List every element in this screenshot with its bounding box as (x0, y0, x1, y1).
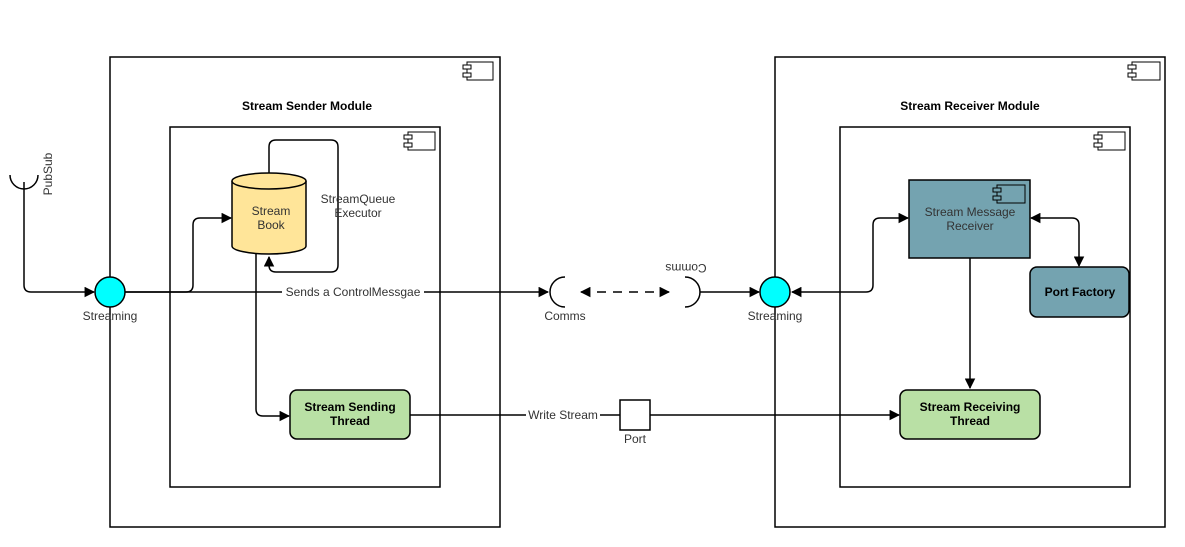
streaming-to-message-receiver-edge (790, 212, 910, 298)
component-icon (1093, 131, 1126, 151)
component-icon (403, 131, 436, 151)
stream-queue-executor-loop (263, 139, 339, 273)
receiving-thread-line1: Stream Receiving (920, 400, 1021, 414)
sender-module-title: Stream Sender Module (242, 99, 372, 113)
stream-book-node: Stream Book (231, 172, 307, 255)
pubsub-label: PubSub (41, 152, 55, 195)
receiver-to-port-factory-edge (1029, 212, 1085, 268)
component-icon (992, 184, 1026, 204)
streaming-left-interface (94, 276, 126, 308)
comms-left-label: Comms (544, 309, 585, 323)
executor-label-line2: Executor (334, 206, 381, 220)
book-to-sending-thread-edge (255, 254, 291, 422)
receiver-module-title: Stream Receiver Module (900, 99, 1040, 113)
executor-label-line1: StreamQueue (321, 192, 396, 206)
streaming-left-label: Streaming (83, 309, 138, 323)
write-stream-label-bg (526, 407, 600, 423)
port-label: Port (624, 432, 647, 446)
port-factory-node: Port Factory (1029, 266, 1130, 318)
component-icon (462, 61, 494, 81)
stream-book-line2: Book (257, 218, 285, 232)
write-stream-label: Write Stream (528, 408, 598, 422)
streaming-right-interface (759, 276, 791, 308)
comms-left-socket (549, 276, 566, 308)
message-receiver-line1: Stream Message (925, 205, 1016, 219)
component-icon (1127, 61, 1161, 81)
streaming-right-label: Streaming (748, 309, 803, 323)
comms-right-socket (684, 276, 701, 308)
stream-receiving-thread-node: Stream Receiving Thread (899, 389, 1041, 440)
comms-right-label: Comms (665, 261, 706, 275)
message-receiver-line2: Receiver (946, 219, 993, 233)
stream-message-receiver-node: Stream Message Receiver (908, 179, 1031, 259)
receiving-thread-line2: Thread (950, 414, 990, 428)
control-message-label-bg (282, 284, 424, 300)
sending-thread-line1: Stream Sending (304, 400, 395, 414)
stream-sending-thread-node: Stream Sending Thread (289, 389, 411, 440)
pubsub-to-streaming-edge (23, 182, 96, 298)
pubsub-interface-socket (9, 174, 39, 190)
stream-book-line1: Stream (252, 204, 291, 218)
port-factory-label: Port Factory (1045, 285, 1116, 299)
sending-thread-line2: Thread (330, 414, 370, 428)
control-message-label: Sends a ControlMessgae (286, 285, 421, 299)
port-box (619, 399, 651, 431)
